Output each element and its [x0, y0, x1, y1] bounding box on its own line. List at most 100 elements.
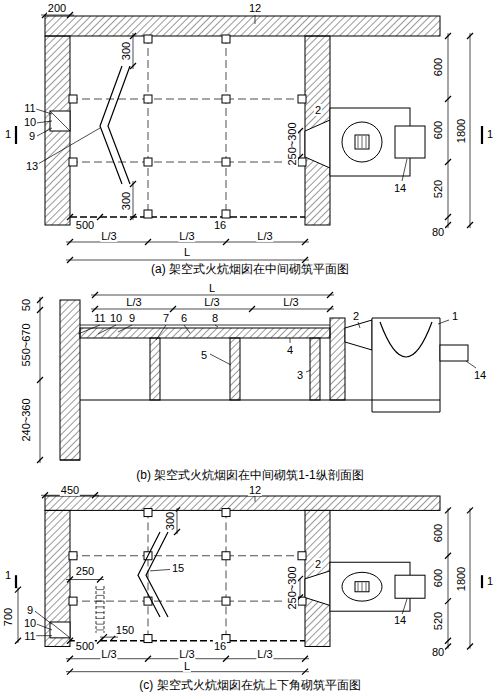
- stove-mouth: [395, 126, 425, 158]
- support-pillar: [222, 35, 230, 43]
- dimension-tick: [67, 656, 73, 662]
- dimension-tick: [97, 577, 103, 583]
- drawing-label: L/3: [178, 648, 195, 660]
- flue-inlet: [305, 571, 330, 606]
- dimension-tick: [223, 239, 229, 245]
- drawing-label: 1: [486, 575, 494, 587]
- dimension-tick: [67, 12, 73, 18]
- support-pillar: [222, 509, 230, 517]
- dimension-tick: [302, 239, 308, 245]
- leader-line: [36, 121, 52, 123]
- leader-line: [118, 325, 132, 332]
- chimney-mark: [50, 622, 70, 638]
- drawing-label: 600: [432, 523, 444, 543]
- drawing-label: L/3: [282, 296, 299, 308]
- leader-line: [438, 320, 449, 324]
- dimension-tick: [145, 239, 151, 245]
- dimension-tick: [249, 306, 255, 312]
- leader-line: [35, 623, 52, 629]
- drawing-label: 200: [47, 2, 67, 14]
- chimney: [50, 111, 70, 131]
- dimension-tick: [67, 638, 73, 644]
- leader-line: [358, 322, 360, 328]
- drawing-label: 12: [248, 2, 262, 14]
- leader-line: [210, 354, 231, 365]
- support-pillar: [298, 552, 306, 560]
- dimension-tick: [445, 159, 451, 165]
- drawing-label: 7: [162, 312, 170, 324]
- drawing-label: 500: [75, 219, 95, 231]
- dimension-tick: [67, 257, 73, 263]
- drawing-label: 600: [432, 120, 444, 140]
- dimension-tick: [445, 553, 451, 559]
- drawing-label: L: [183, 246, 191, 258]
- drawing-label: 8: [211, 312, 219, 324]
- drawing-label: 1: [486, 128, 494, 140]
- leader-line: [466, 361, 476, 368]
- support-pillar: [69, 158, 77, 166]
- section-mark: [481, 126, 483, 144]
- drawing-label: 250~300: [286, 121, 298, 166]
- caption: (c) 架空式火炕烟囱在炕上下角砌筑平面图: [138, 679, 361, 692]
- drawing-label: 300: [164, 511, 176, 531]
- dimension-tick: [467, 643, 473, 649]
- drawing-label: 2: [352, 310, 360, 322]
- flue-inlet: [345, 320, 372, 350]
- flue-inlet: [305, 120, 330, 168]
- dimension-tick: [37, 297, 43, 303]
- support-pillar: [144, 509, 152, 517]
- baffle: [100, 66, 122, 184]
- dimension-tick: [445, 638, 451, 644]
- grate: [355, 135, 369, 149]
- dimension-tick: [467, 507, 473, 513]
- leader-line: [36, 109, 52, 114]
- drawing-label: 13: [25, 160, 39, 172]
- drawing-label: 2: [314, 104, 322, 116]
- grate: [355, 582, 369, 592]
- drawing-label: 10: [23, 116, 37, 128]
- support-pillar: [222, 95, 230, 103]
- foundation-line: [60, 460, 80, 461]
- support-pillar: [222, 597, 230, 605]
- dimension-tick: [37, 457, 43, 463]
- drawing-label: 300: [120, 191, 132, 211]
- wall: [45, 36, 70, 225]
- dimension-tick: [101, 634, 107, 640]
- support-pillar: [298, 95, 306, 103]
- dimension-line: [470, 33, 471, 228]
- drawing-label: 9: [28, 130, 36, 142]
- drawing-label: L/3: [178, 230, 195, 242]
- dimension-tick: [15, 638, 21, 644]
- drawing-label: 450: [60, 484, 80, 496]
- drawing-label: L: [183, 660, 191, 672]
- drawing-label: 1800: [455, 566, 467, 592]
- flue-grid-line: [70, 555, 305, 556]
- guide-rung: [96, 612, 104, 613]
- drawing-label: 1800: [455, 118, 467, 144]
- drawing-label: 520: [432, 179, 444, 199]
- leader-line: [402, 159, 407, 181]
- dimension-tick: [67, 214, 73, 220]
- grate-bar: [362, 136, 363, 148]
- drawing-label: L/3: [100, 230, 117, 242]
- leader-line: [290, 338, 291, 343]
- dimension-tick: [302, 669, 308, 675]
- drawing-label: 520: [432, 610, 444, 630]
- drawing-label: L/3: [203, 296, 220, 308]
- dimension-tick: [223, 656, 229, 662]
- guide-rung: [96, 618, 104, 619]
- support-pillar: [222, 210, 230, 218]
- drawing-label: 11: [23, 630, 36, 642]
- baffle: [108, 66, 130, 184]
- dimension-tick: [445, 643, 451, 649]
- guide-rung: [96, 595, 104, 596]
- support-pillar: [69, 597, 77, 605]
- plaster-layer: [80, 325, 330, 326]
- drawing-label: 500: [75, 640, 95, 652]
- dimension-tick: [67, 239, 73, 245]
- dimension-tick: [92, 492, 98, 498]
- stove-foundation: [372, 400, 440, 412]
- drawing-label: 12: [248, 484, 262, 496]
- flue-grid-line: [226, 510, 227, 640]
- drawing-label: 80: [431, 645, 445, 657]
